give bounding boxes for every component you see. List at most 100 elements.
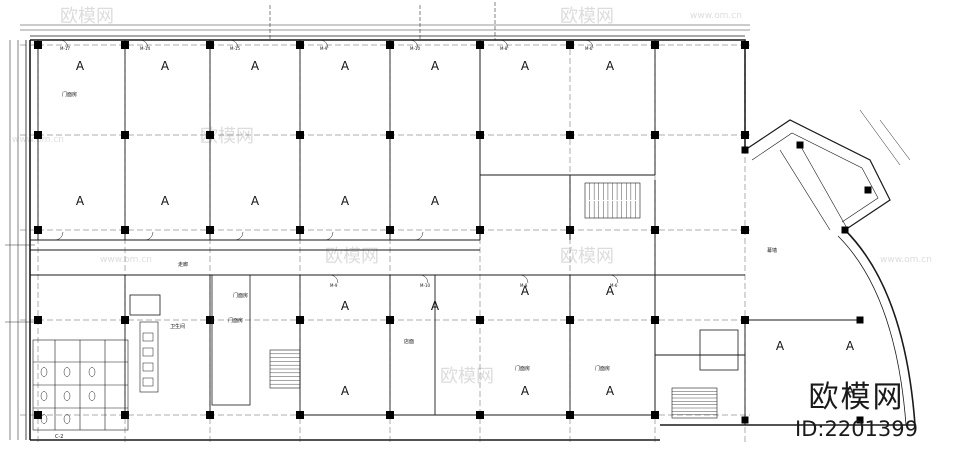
column — [566, 316, 574, 324]
door-swing — [584, 39, 594, 49]
stair-upper — [584, 182, 641, 219]
toilet-fixture — [63, 367, 71, 377]
column — [121, 411, 129, 419]
door-swing — [499, 39, 509, 49]
room-mark: A — [521, 59, 530, 73]
column — [476, 41, 484, 49]
column — [741, 226, 749, 234]
column — [741, 316, 749, 324]
column — [566, 411, 574, 419]
column — [476, 411, 484, 419]
room-mark: A — [846, 339, 855, 353]
watermark-id: ID:2201399 — [795, 417, 918, 441]
shop-label-1: 门面房 — [62, 91, 77, 98]
column — [34, 131, 42, 139]
watermark-layer: 欧模网 欧模网 欧模网 欧模网 欧模网 欧模网 www.om.cn www.om… — [12, 6, 932, 387]
room-mark: A — [606, 284, 615, 298]
column — [34, 316, 42, 324]
door-tag: M-10 — [420, 283, 430, 288]
watermark-brand-4: 欧模网 — [325, 246, 379, 267]
column — [34, 226, 42, 234]
toilet-fixture — [40, 414, 48, 424]
sink-fixture — [142, 332, 154, 342]
shop-label-3: 门面房 — [515, 365, 530, 372]
area-label: 店面 — [404, 338, 414, 345]
door-tag: M-9 — [320, 46, 328, 51]
room-mark: A — [161, 59, 170, 73]
door-swing — [609, 274, 619, 284]
watermark-brand-block: 欧模网 ID:2201399 — [795, 383, 918, 440]
room-mark: A — [341, 384, 350, 398]
column — [296, 411, 304, 419]
column — [386, 316, 394, 324]
top-dimension-lines — [20, 2, 750, 40]
column — [566, 226, 574, 234]
column — [121, 41, 129, 49]
door-tag: M-9 — [330, 283, 338, 288]
room-mark: A — [606, 384, 615, 398]
door-tag: M-8 — [520, 283, 528, 288]
watermark-url-4: www.om.cn — [880, 255, 932, 265]
column — [476, 226, 484, 234]
curtain-wall-label: 幕墙 — [767, 247, 777, 254]
toilet-fixture — [63, 414, 71, 424]
room-mark: A — [76, 194, 85, 208]
door-tag: M-6 — [585, 46, 593, 51]
column — [651, 226, 659, 234]
column — [296, 226, 304, 234]
column — [386, 131, 394, 139]
door-swing — [519, 274, 529, 284]
column — [566, 131, 574, 139]
column — [476, 316, 484, 324]
window-tag: C-2 — [55, 434, 63, 440]
toilet-label: 卫生间 — [170, 323, 185, 330]
column — [121, 226, 129, 234]
column — [206, 131, 214, 139]
door-tag: M-8 — [500, 46, 508, 51]
room-mark: A — [251, 59, 260, 73]
toilet-fixture — [88, 391, 96, 401]
column — [864, 186, 872, 194]
door-swing — [229, 39, 239, 49]
door-swing — [234, 231, 244, 241]
watermark-brand-1: 欧模网 — [60, 6, 114, 27]
column — [206, 41, 214, 49]
column — [121, 131, 129, 139]
column — [651, 131, 659, 139]
door-swing — [329, 274, 339, 284]
stair-lower-right — [671, 387, 718, 419]
column — [296, 316, 304, 324]
structural-columns — [34, 41, 872, 424]
room-mark: A — [521, 384, 530, 398]
column — [741, 131, 749, 139]
column — [741, 416, 749, 424]
sink-fixture — [142, 377, 154, 387]
corridor-label: 走廊 — [178, 261, 188, 268]
toilet-area — [32, 321, 159, 431]
column — [386, 41, 394, 49]
room-mark: A — [606, 59, 615, 73]
room-mark: A — [341, 194, 350, 208]
column — [856, 416, 864, 424]
column — [34, 411, 42, 419]
column-walls — [37, 40, 656, 416]
room-mark: A — [341, 299, 350, 313]
door-swing — [409, 39, 419, 49]
room-mark: A — [161, 194, 170, 208]
door-tag: M-14 — [140, 46, 150, 51]
column — [386, 226, 394, 234]
service-rooms — [129, 274, 739, 406]
door-tag: M-17 — [60, 46, 70, 51]
sink-fixture — [142, 362, 154, 372]
stair-lower-left — [269, 349, 301, 389]
door-swing — [144, 231, 154, 241]
toilet-fixture — [40, 367, 48, 377]
watermark-brand-name: 欧模网 — [808, 380, 905, 415]
door-swing — [324, 231, 334, 241]
door-swing — [319, 39, 329, 49]
toilet-fixture — [88, 367, 96, 377]
door-swing — [54, 231, 64, 241]
